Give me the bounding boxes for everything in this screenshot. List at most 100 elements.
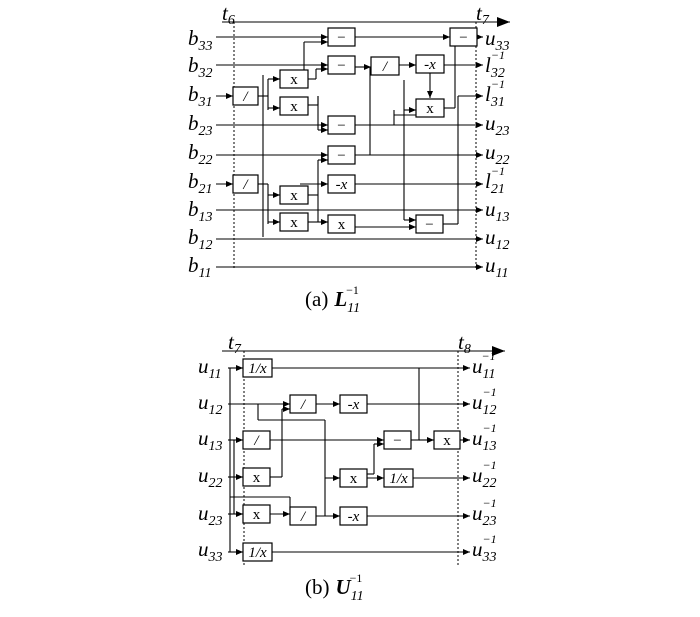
output-u11: u11 [485,253,508,281]
op-minus-a3: − [449,27,478,47]
svg-text:/: / [242,177,249,193]
output-u23: u23 [485,111,510,139]
op-mul-b4: x [242,504,271,524]
op-mul-b3: x [339,468,368,488]
op-mul-b2: x [242,467,271,487]
svg-text:-x: -x [348,509,360,525]
time-label-t7b: t7 [228,330,242,357]
output-u13: u13 [485,197,510,225]
output-u33: u33 [485,26,510,54]
caption-b: (b)U11−1 [305,571,364,604]
op-div-a2: / [370,56,400,76]
input-u12: u12 [198,390,223,418]
output-labels-b: u11−1 u12−1 u13−1 u22−1 u23−1 u33−1 [472,349,497,565]
op-mul-a2: x [279,96,309,116]
op-minus-b1: − [383,430,412,450]
input-b23: b23 [188,111,213,139]
op-mul-a6: x [327,214,356,234]
op-neg-a1: -x [415,54,445,74]
svg-text:−: − [425,217,433,233]
time-label-t6: t6 [222,1,235,28]
svg-text:−: − [337,58,345,74]
svg-text:x: x [443,433,451,449]
op-recip-b3: 1/x [242,542,273,562]
svg-text:−: − [337,148,345,164]
input-b12: b12 [188,225,213,253]
op-neg-b1: -x [339,394,368,414]
svg-text:-x: -x [424,57,436,73]
op-minus-a4: − [327,115,356,135]
op-div-a1: / [232,86,259,106]
input-b32: b32 [188,53,213,81]
input-b31: b31 [188,82,213,110]
op-recip-b1: 1/x [242,358,273,378]
svg-text:/: / [253,433,260,449]
op-recip-b2: 1/x [383,468,414,488]
input-b13: b13 [188,197,213,225]
op-div-b2: / [242,430,271,450]
op-mul-a4: x [279,185,309,205]
output-u13-inv: u13−1 [472,421,497,454]
op-div-a3: / [232,174,259,194]
input-b22: b22 [188,140,213,168]
input-b21: b21 [188,169,213,197]
svg-text:−: − [337,118,345,134]
input-u13: u13 [198,426,223,454]
svg-text:/: / [242,89,249,105]
op-div-b3: / [289,506,317,526]
diagram-a: t6 t7 b33 b32 b31 b23 b22 b21 b13 b12 b1… [188,1,510,316]
caption-a: (a)L11−1 [305,283,360,316]
op-div-b1: / [289,394,317,414]
op-boxes-b: 1/x / -x / − x x x 1/x x / -x 1/x [242,358,461,562]
svg-text:x: x [290,99,298,115]
op-mul-a5: x [279,212,309,232]
op-mul-a3: x [415,98,445,118]
svg-text:-x: -x [336,177,348,193]
svg-text:1/x: 1/x [389,471,408,487]
svg-text:x: x [426,101,434,117]
svg-text:x: x [290,215,298,231]
input-u22: u22 [198,463,223,491]
svg-text:1/x: 1/x [248,361,267,377]
op-minus-a5: − [327,145,356,165]
svg-text:-x: -x [348,397,360,413]
op-minus-a2: − [327,55,356,75]
op-minus-a1: − [327,27,356,47]
input-labels-b: u11 u12 u13 u22 u23 u33 [198,354,223,565]
input-u23: u23 [198,501,223,529]
output-u23-inv: u23−1 [472,496,497,529]
output-u11-inv: u11−1 [472,349,496,382]
svg-text:−: − [393,433,401,449]
input-u33: u33 [198,537,223,565]
op-minus-a6: − [415,214,444,234]
svg-text:−: − [459,30,467,46]
output-labels-a: u33 l32−1 l31−1 u23 u22 l21−1 u13 u12 u1… [485,26,510,281]
op-neg-a2: -x [327,174,356,194]
svg-text:x: x [253,470,261,486]
output-l31-inv: l31−1 [485,77,505,110]
wiring-b [228,365,470,555]
time-label-t7: t7 [476,1,490,28]
svg-text:−: − [337,30,345,46]
output-u33-inv: u33−1 [472,532,497,565]
op-neg-b2: -x [339,506,368,526]
svg-text:/: / [300,397,307,413]
diagram-b: t7 t8 u11 u12 u13 u22 u23 u33 u11−1 u12−… [198,330,505,604]
svg-text:x: x [338,217,346,233]
svg-text:x: x [290,188,298,204]
svg-text:/: / [300,509,307,525]
op-boxes-a: − − / x x / -x − x − − / -x x x x − [232,27,478,234]
svg-text:x: x [350,471,358,487]
time-label-t8: t8 [458,330,471,357]
output-u12-inv: u12−1 [472,385,497,418]
input-labels-a: b33 b32 b31 b23 b22 b21 b13 b12 b11 [188,26,213,281]
output-u12: u12 [485,225,510,253]
op-mul-a1: x [279,69,309,89]
svg-text:1/x: 1/x [248,545,267,561]
svg-text:x: x [253,507,261,523]
output-u22-inv: u22−1 [472,458,497,491]
op-mul-b1: x [433,430,461,450]
input-u11: u11 [198,354,221,382]
input-b11: b11 [188,253,211,281]
output-l21-inv: l21−1 [485,164,505,197]
